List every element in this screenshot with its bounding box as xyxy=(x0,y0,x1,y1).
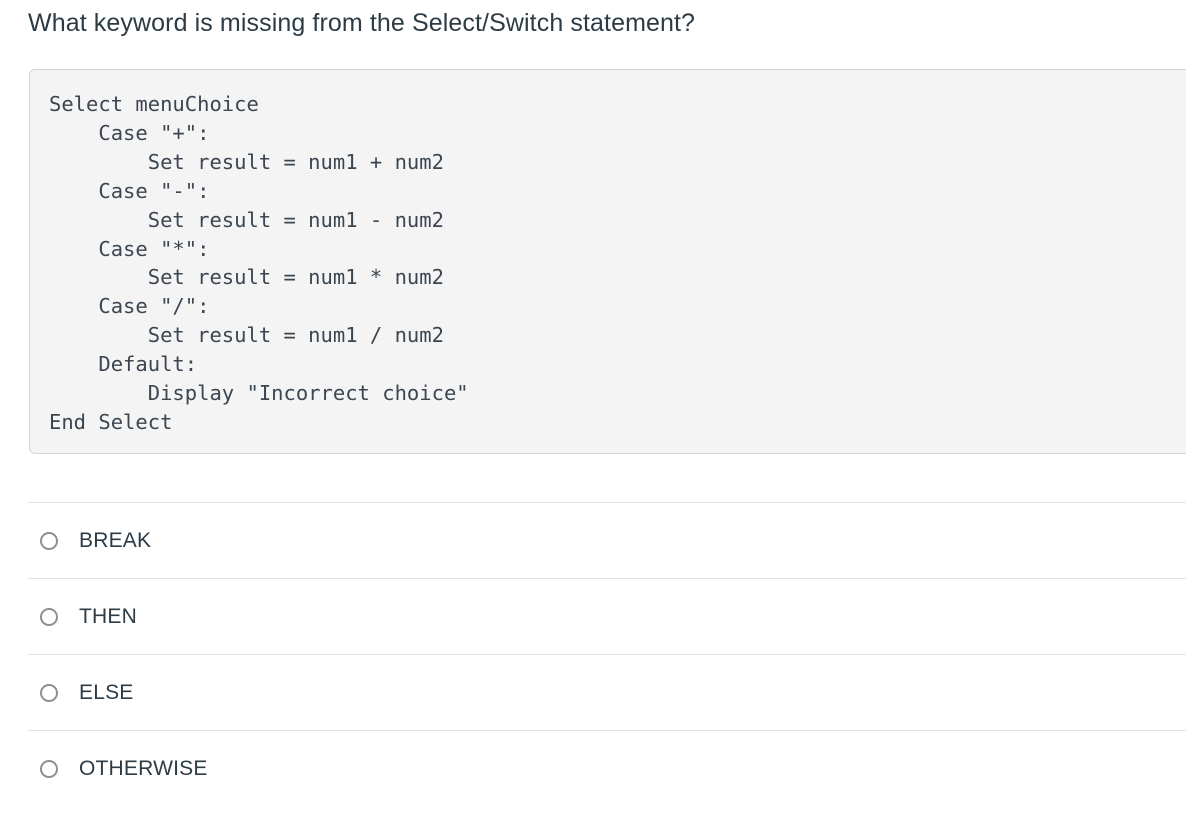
radio-button-icon[interactable] xyxy=(40,759,58,778)
answer-option-break[interactable]: BREAK xyxy=(28,502,1186,578)
code-snippet-block: Select menuChoice Case "+": Set result =… xyxy=(29,69,1186,454)
radio-button-icon[interactable] xyxy=(40,607,58,626)
code-snippet-text: Select menuChoice Case "+": Set result =… xyxy=(49,92,469,434)
radio-button-icon[interactable] xyxy=(40,531,58,550)
answer-options-list: BREAK THEN ELSE OTHERWISE xyxy=(28,502,1186,806)
radio-button-icon[interactable] xyxy=(40,683,58,702)
answer-option-label: OTHERWISE xyxy=(79,756,208,780)
answer-option-label: ELSE xyxy=(79,680,134,704)
answer-option-label: BREAK xyxy=(79,528,152,552)
answer-option-then[interactable]: THEN xyxy=(28,578,1186,654)
answer-option-else[interactable]: ELSE xyxy=(28,654,1186,730)
page-title: What keyword is missing from the Select/… xyxy=(28,9,696,37)
answer-option-label: THEN xyxy=(79,604,137,628)
answer-option-otherwise[interactable]: OTHERWISE xyxy=(28,730,1186,806)
